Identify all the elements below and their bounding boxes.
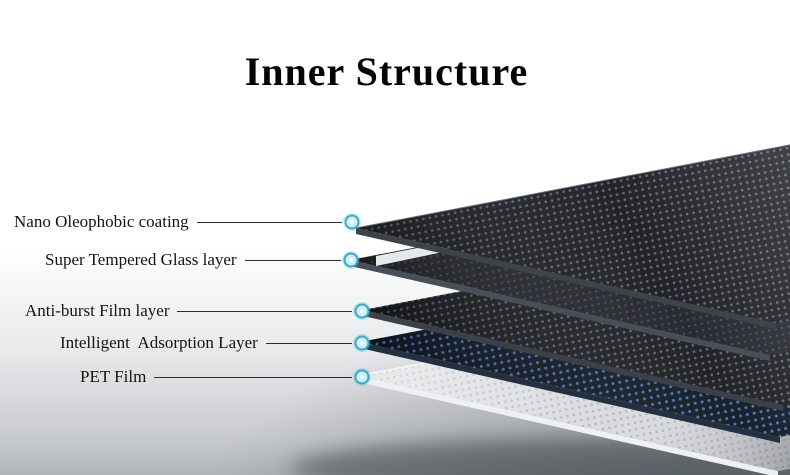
callout-row: Nano Oleophobic coating	[14, 210, 342, 234]
layer-oleophobic-coating	[355, 144, 790, 329]
page-title: Inner Structure	[244, 49, 529, 94]
callout-line	[154, 376, 352, 378]
callout-markers	[342, 213, 371, 386]
callout-row: Super Tempered Glass layer	[45, 248, 341, 272]
callout-row: Anti-burst Film layer	[25, 299, 352, 323]
callout-line	[177, 310, 352, 312]
callout-label: Nano Oleophobic coating	[14, 212, 189, 231]
callout-line	[196, 221, 342, 223]
callout-line	[265, 342, 352, 344]
callout-marker-icon	[353, 368, 371, 386]
callout-label: Intelligent Adsorption Layer	[60, 333, 258, 352]
callout-marker-icon	[353, 302, 371, 320]
callout-label: PET Film	[80, 367, 147, 386]
callout-marker-icon	[343, 213, 361, 231]
callout-label: Super Tempered Glass layer	[45, 250, 237, 269]
callout-line	[244, 259, 341, 261]
callout-row: PET Film	[80, 365, 352, 389]
callout-row: Intelligent Adsorption Layer	[60, 331, 352, 355]
callout-marker-icon	[342, 251, 360, 269]
callout-label: Anti-burst Film layer	[25, 301, 170, 320]
callout-marker-icon	[353, 334, 371, 352]
